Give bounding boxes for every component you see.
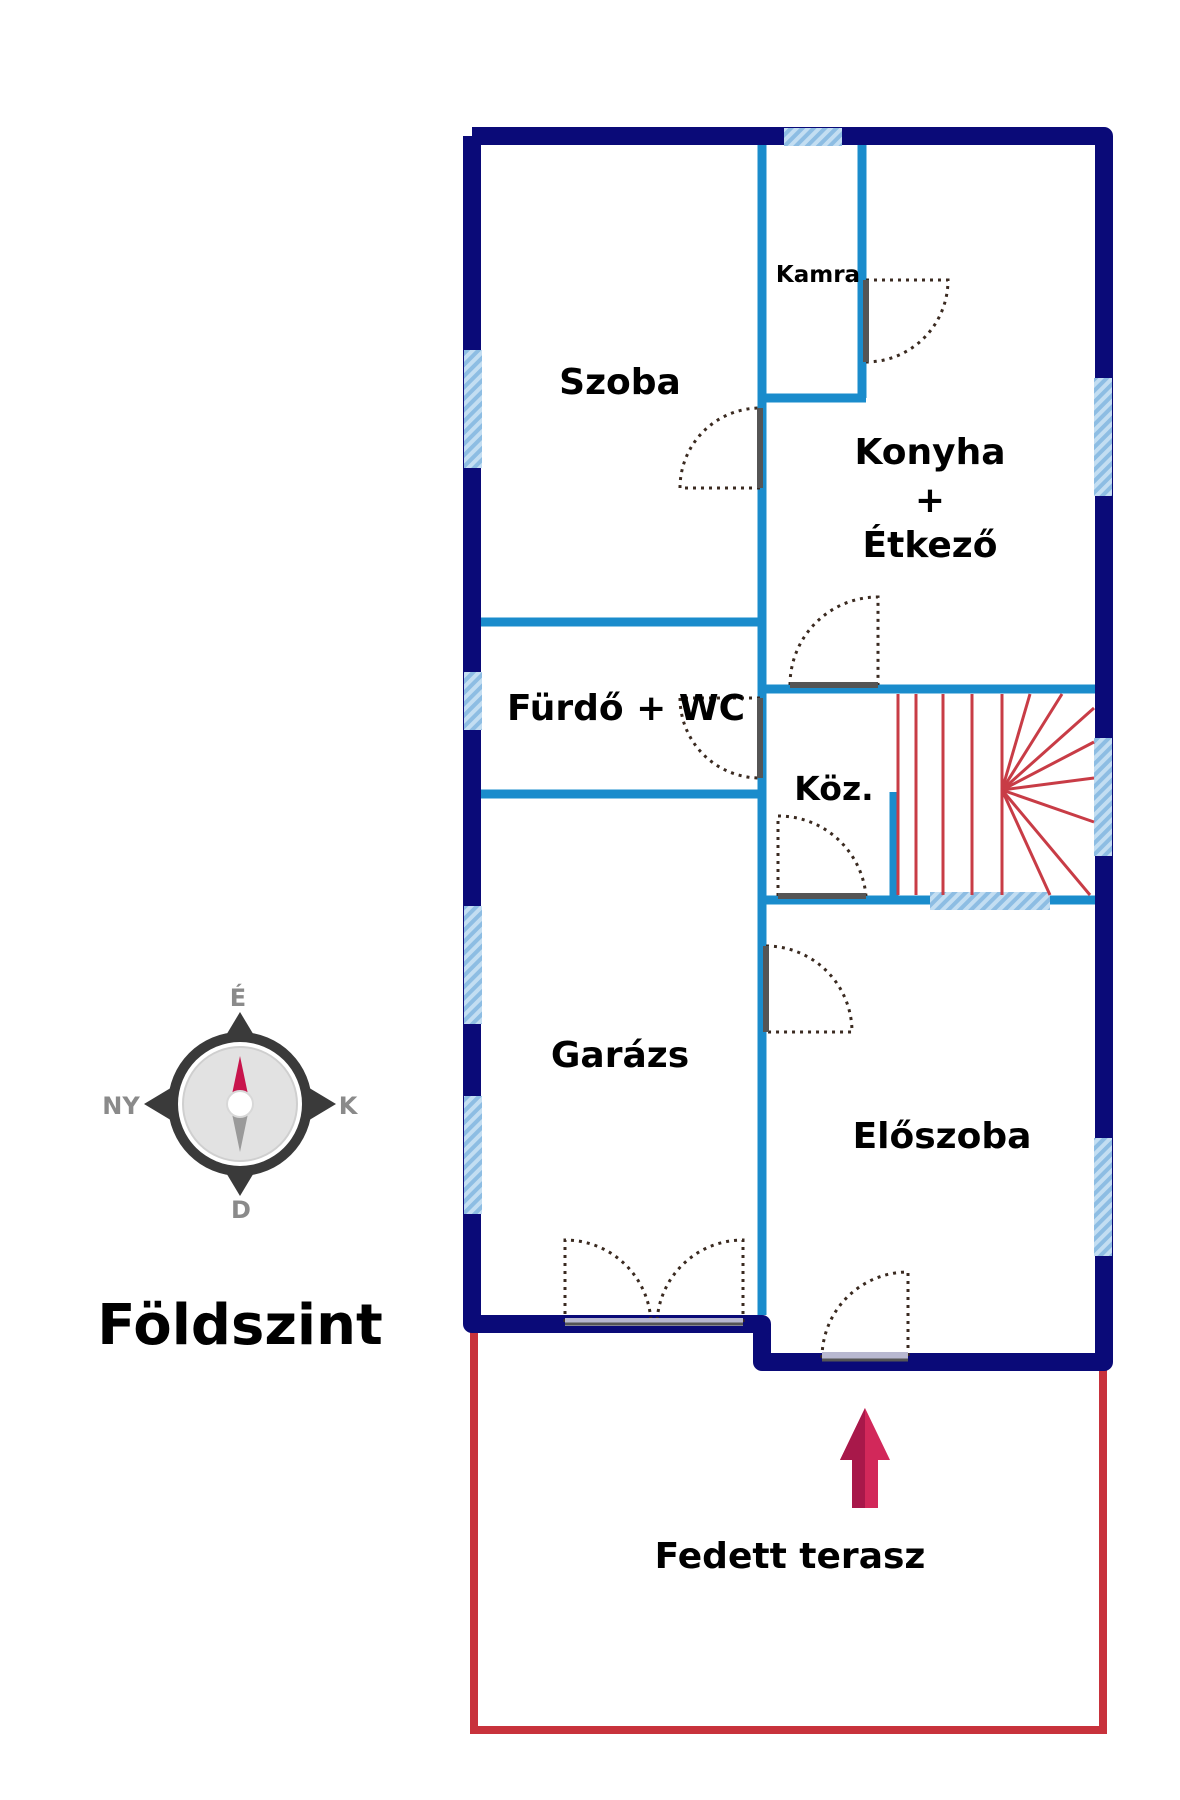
room-label-garazs: Garázs bbox=[551, 1035, 689, 1076]
window-west-szoba bbox=[464, 350, 482, 468]
door-garage bbox=[563, 1238, 745, 1326]
compass-point-east bbox=[306, 1086, 336, 1122]
door-konyha bbox=[788, 595, 880, 688]
compass-icon bbox=[144, 1012, 336, 1196]
floor-title: Földszint bbox=[97, 1293, 383, 1358]
doors bbox=[563, 278, 950, 1362]
room-label-eloszoba: Előszoba bbox=[853, 1116, 1032, 1157]
compass-point-west bbox=[144, 1086, 174, 1122]
room-label-konyha-3: Étkező bbox=[863, 524, 998, 566]
window-east-konyha bbox=[1094, 378, 1112, 496]
entry-arrow-icon bbox=[840, 1408, 890, 1508]
room-label-furdo: Fürdő + WC bbox=[507, 688, 745, 729]
room-label-szoba: Szoba bbox=[559, 362, 681, 403]
door-koz bbox=[776, 814, 868, 899]
window-west-garazs-2 bbox=[464, 1096, 482, 1214]
door-furdo bbox=[678, 696, 763, 780]
door-eloszoba bbox=[763, 944, 854, 1034]
window-stairs-bottom bbox=[930, 892, 1050, 910]
staircase bbox=[896, 693, 1095, 896]
window-east-stairs bbox=[1094, 738, 1112, 856]
room-label-konyha-2: + bbox=[915, 480, 945, 521]
door-kamra bbox=[863, 278, 950, 364]
compass-label-north: É bbox=[230, 983, 246, 1012]
window-west-garazs-1 bbox=[464, 906, 482, 1024]
compass-label-west: NY bbox=[102, 1092, 140, 1120]
door-szoba bbox=[678, 406, 763, 490]
room-label-terasz: Fedett terasz bbox=[655, 1536, 926, 1577]
room-label-konyha-1: Konyha bbox=[854, 432, 1005, 473]
windows bbox=[464, 128, 1112, 1256]
window-west-furdo bbox=[464, 672, 482, 730]
window-east-eloszoba bbox=[1094, 1138, 1112, 1256]
room-label-koz: Köz. bbox=[794, 769, 873, 808]
window-top-kamra bbox=[784, 128, 842, 146]
compass-label-east: K bbox=[339, 1092, 359, 1120]
exterior-walls bbox=[463, 127, 1113, 1371]
door-entrance bbox=[820, 1270, 910, 1362]
room-label-kamra: Kamra bbox=[776, 262, 860, 288]
terrace-outline bbox=[470, 1332, 1107, 1734]
compass-label-south: D bbox=[231, 1196, 251, 1224]
